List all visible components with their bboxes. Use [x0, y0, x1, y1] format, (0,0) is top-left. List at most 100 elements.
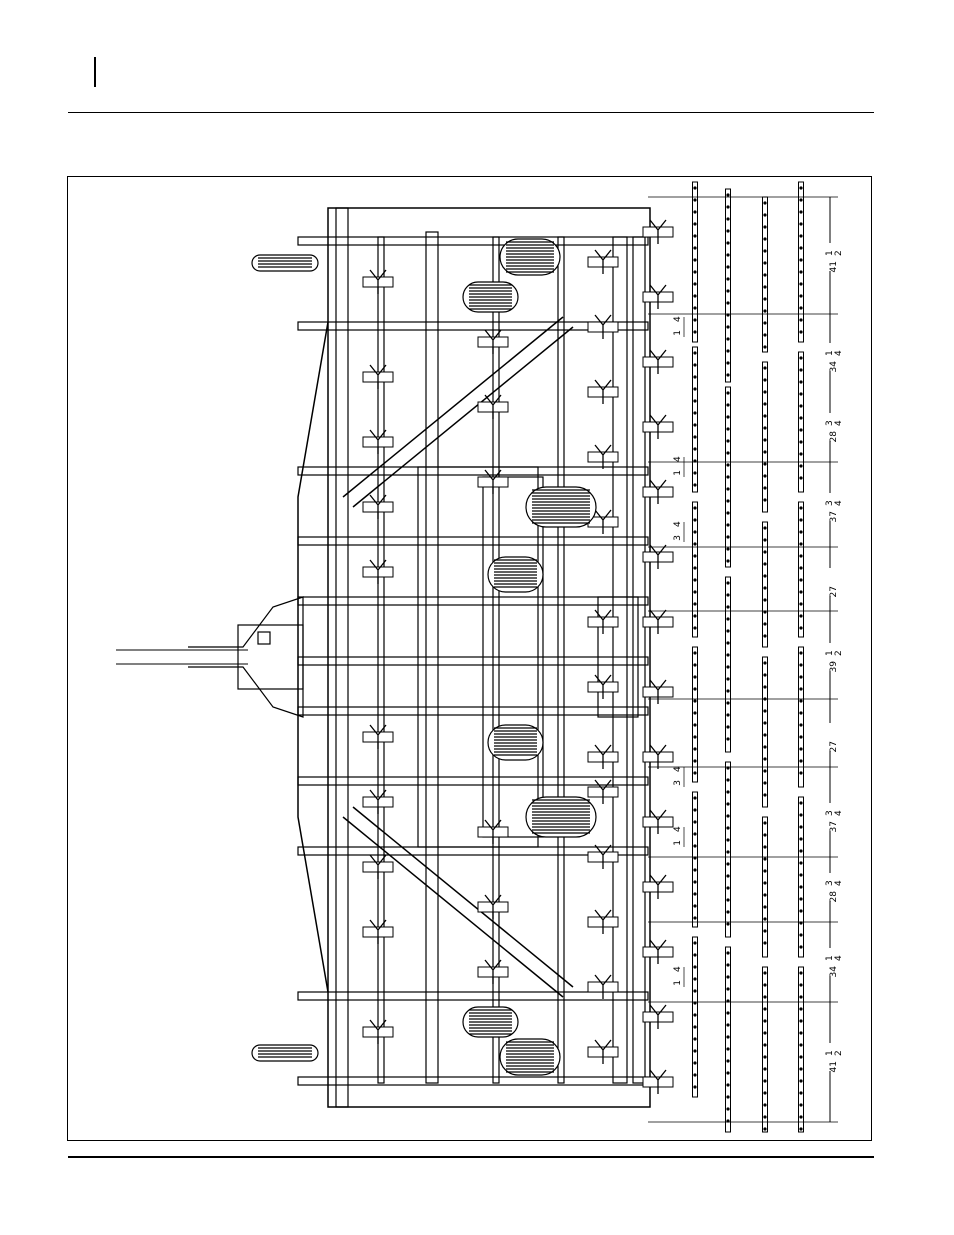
harrow-tine [693, 483, 696, 486]
harrow-tine [726, 802, 729, 805]
harrow-tine [799, 699, 802, 702]
harrow-tine [693, 578, 696, 581]
harrow-tine [726, 605, 729, 608]
harrow-tine [763, 845, 766, 848]
harrow-tine [693, 820, 696, 823]
harrow-tine [693, 977, 696, 980]
harrow-tine [726, 229, 729, 232]
harrow-tine [799, 1019, 802, 1022]
harrow-tine [726, 1023, 729, 1026]
offset-label: 14 [673, 826, 683, 846]
harrow-tine [693, 471, 696, 474]
harrow-tine [693, 318, 696, 321]
harrow-tine [799, 1007, 802, 1010]
harrow-tine [799, 476, 802, 479]
harrow-tine [799, 747, 802, 750]
harrow-tine [763, 249, 766, 252]
harrow-tine [693, 904, 696, 907]
tire [463, 1007, 518, 1037]
harrow-tine [763, 438, 766, 441]
harrow-tine [726, 427, 729, 430]
harrow-tine [693, 651, 696, 654]
harrow-tine [726, 559, 729, 562]
dimension-denominator: 4 [834, 955, 844, 961]
harrow-tine [763, 538, 766, 541]
harrow-tine [693, 892, 696, 895]
harrow-tine [693, 1085, 696, 1088]
harrow-tine [763, 1103, 766, 1106]
harrow-tine [763, 983, 766, 986]
harrow-tine [763, 1007, 766, 1010]
harrow-tine [726, 415, 729, 418]
harrow-tine [799, 801, 802, 804]
harrow-tine [799, 983, 802, 986]
harrow-tine [799, 1103, 802, 1106]
offset-numerator: 1 [673, 980, 683, 986]
harrow-tine [799, 971, 802, 974]
harrow-tine [693, 916, 696, 919]
shank [643, 350, 673, 374]
harrow-tine [763, 1043, 766, 1046]
offset-denominator: 4 [673, 966, 683, 972]
harrow-tine [799, 234, 802, 237]
harrow-tine [693, 989, 696, 992]
harrow-tine [763, 345, 766, 348]
harrow-tine [693, 663, 696, 666]
offset-numerator: 1 [673, 330, 683, 336]
harrow-tine [799, 330, 802, 333]
harrow-tine [726, 677, 729, 680]
harrow-tine [763, 486, 766, 489]
harrow-tine [799, 306, 802, 309]
dimension-whole: 28 [829, 891, 839, 903]
harrow-tine [693, 399, 696, 402]
harrow-tine [693, 796, 696, 799]
harrow-tine [799, 945, 802, 948]
dimension-denominator: 2 [834, 1050, 844, 1056]
harrow-tine [726, 790, 729, 793]
harrow-tine [726, 277, 729, 280]
dimension-denominator: 4 [834, 880, 844, 886]
harrow-tine [763, 881, 766, 884]
harrow-tine [763, 378, 766, 381]
harrow-tine [693, 447, 696, 450]
harrow-tine [799, 222, 802, 225]
harrow-tine [726, 1059, 729, 1062]
shank [643, 940, 673, 964]
harrow-bar [799, 967, 804, 1132]
harrow-tine [799, 318, 802, 321]
shank [643, 415, 673, 439]
harrow-rail [763, 817, 768, 957]
harrow-tine [763, 781, 766, 784]
harrow-tine [763, 390, 766, 393]
dimension-whole: 41 [829, 1061, 839, 1072]
harrow-tine [693, 711, 696, 714]
harrow-tine [726, 701, 729, 704]
harrow-tine [763, 498, 766, 501]
harrow-tine [799, 663, 802, 666]
harrow-tine [693, 351, 696, 354]
harrow-tine [799, 735, 802, 738]
harrow-tine [726, 373, 729, 376]
harrow-tine [799, 464, 802, 467]
harrow-tine [693, 868, 696, 871]
dimension-whole: 27 [829, 741, 839, 752]
dimension-label: 27 [829, 741, 839, 752]
tire [500, 1039, 560, 1075]
harrow-tine [693, 747, 696, 750]
harrow-tine [799, 626, 802, 629]
harrow-tine [726, 361, 729, 364]
harrow-tine [799, 380, 802, 383]
dimension-whole: 34 [829, 361, 839, 373]
harrow-tine [799, 258, 802, 261]
harrow-tine [799, 723, 802, 726]
harrow-tine [693, 518, 696, 521]
shank [643, 610, 673, 634]
tire [488, 557, 543, 592]
harrow-tine [726, 910, 729, 913]
hitch-plate [188, 597, 303, 717]
harrow-tine [726, 451, 729, 454]
harrow-tine [763, 917, 766, 920]
harrow-bar [726, 387, 731, 567]
harrow-tine [763, 821, 766, 824]
harrow-tine [799, 771, 802, 774]
